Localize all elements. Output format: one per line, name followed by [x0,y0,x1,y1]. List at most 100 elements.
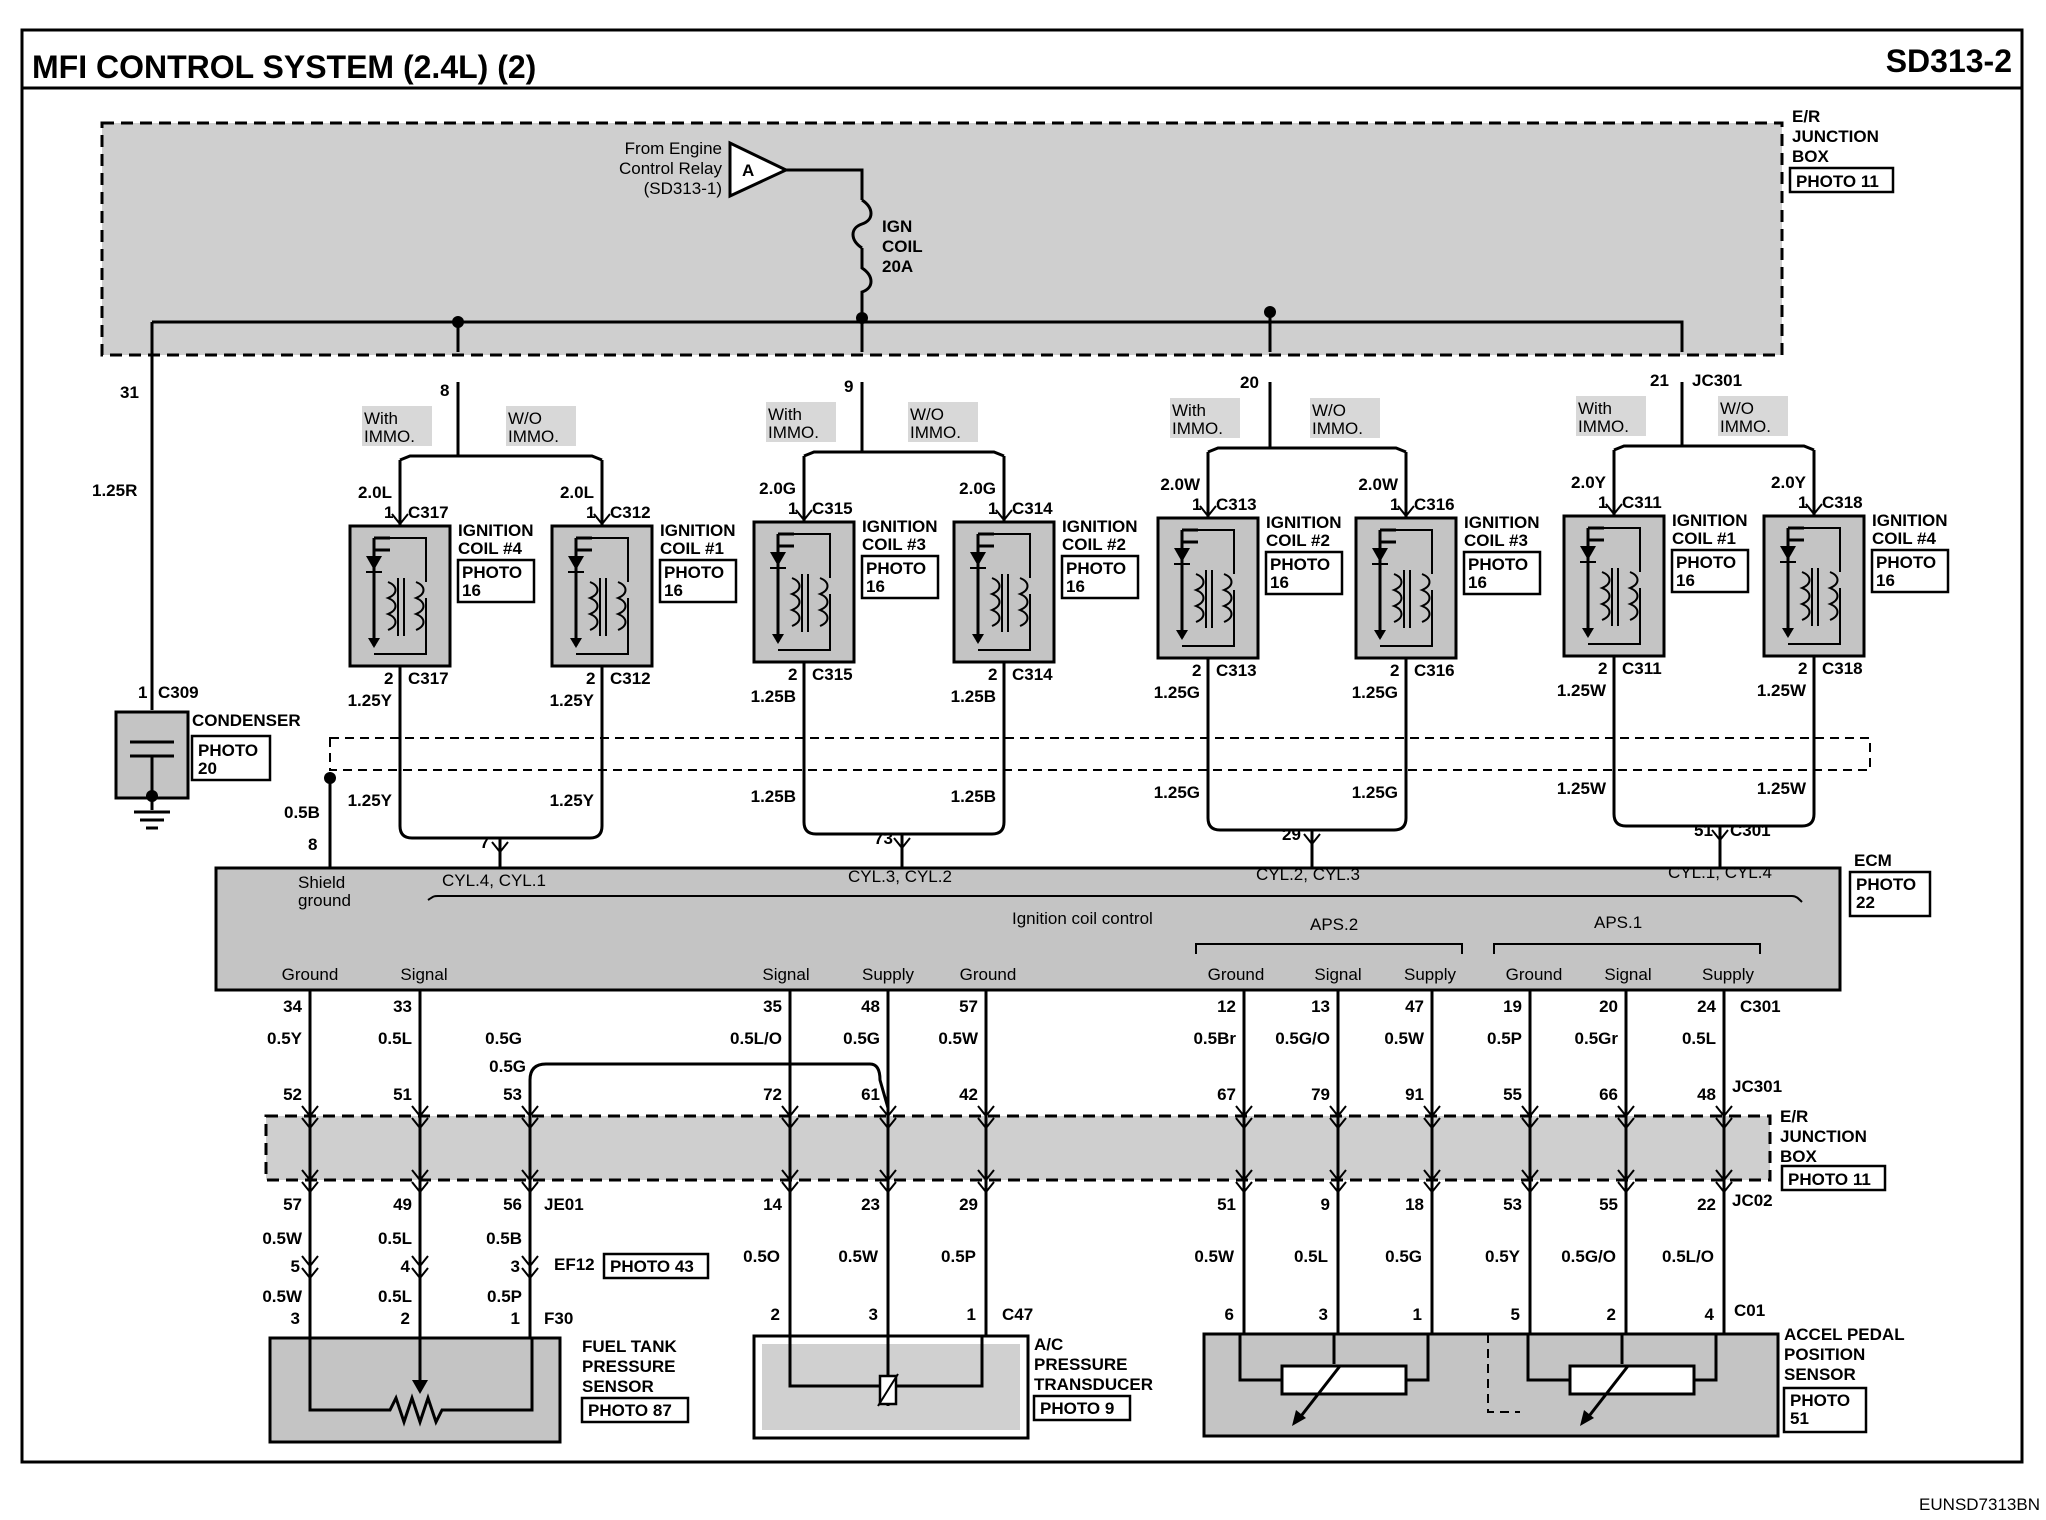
coil-top-pin: 1 [788,499,797,518]
junction-box-top-label: E/R JUNCTION BOX PHOTO 11 [1788,107,1895,194]
coil-top-wire: 2.0G [759,479,796,498]
wire-upper: 0.5P [1487,1029,1522,1048]
connector-mark [411,1181,429,1194]
diode-icon [1580,546,1596,560]
connector-mark [1329,1117,1347,1130]
fuel-name-1: FUEL TANK [582,1337,677,1356]
secondary-winding-icon [1827,571,1839,621]
c47-conn: C47 [1002,1305,1033,1324]
ecm-top-pin-73: 73 [874,829,893,848]
ecm-aps1-label: APS.1 [1594,913,1642,932]
coil-bot-conn: C314 [1012,665,1053,684]
coil-photo-box [1670,548,1750,594]
connector-mark [1715,1105,1733,1118]
ecm-pin-label: Supply [862,965,914,984]
wire-mid: 0.5L [1294,1247,1328,1266]
ecm-shield-label-2: ground [298,891,351,910]
wire-mid: 0.5L [378,1229,412,1248]
connector-mark [1423,1105,1441,1118]
connector-mark [1235,1181,1253,1194]
coil-low-wire: 1.25G [1154,783,1200,802]
connector-mark [411,1267,429,1280]
coil-top-pin: 1 [1192,495,1201,514]
ecm-top-pin-7: 7 [480,833,489,852]
coil-photo-2: 16 [866,577,885,596]
connector-mark [1423,1169,1441,1182]
coil-top-conn: C314 [1012,499,1053,518]
relay-line-3: (SD313-1) [644,179,722,198]
connector-mark [879,1169,897,1182]
wire-upper: 0.5L [378,1029,412,1048]
arrow-icon [1176,630,1188,640]
connector-mark [1199,505,1217,518]
lower-conn-jc02: JC02 [1732,1191,1773,1210]
crossover-wire [528,1062,890,1112]
shielded-cable [329,737,1871,771]
coil-bot-wire: 1.25W [1557,681,1607,700]
ecm-pin: 57 [959,997,978,1016]
aps-name-2: POSITION [1784,1345,1865,1364]
coil-name-1: IGNITION [1266,513,1342,532]
coil-photo-2: 16 [1270,573,1289,592]
ecm-pin-label: Supply [1702,965,1754,984]
ecm-pin: 48 [861,997,880,1016]
connector-mark [977,1169,995,1182]
coil-photo-1: PHOTO [462,563,522,582]
connector-mark [781,1117,799,1130]
ecm-pin-label: Ground [960,965,1017,984]
jb-pin-9: 9 [844,377,853,396]
ecm-pin-label: Signal [762,965,809,984]
wire-upper: 0.5L/O [730,1029,782,1048]
wire-mid: 0.5Y [1485,1247,1521,1266]
wire-mid: 0.5P [941,1247,976,1266]
fuse-line-1: IGN [882,217,912,236]
page-id: SD313-2 [1886,43,2012,79]
ecm-merge-wire [1612,813,1816,868]
ecm-aps2-label: APS.2 [1310,915,1358,934]
connector-mark [521,1169,539,1182]
jb-bot-pin: 53 [1503,1195,1522,1214]
coil-bot-conn: C311 [1622,659,1662,678]
coil-box [1562,514,1666,658]
jb-bot-pin: 55 [1599,1195,1618,1214]
coil-name-2: COIL #2 [1266,531,1330,550]
primary-winding-icon [1391,573,1403,623]
coil-bot-pin: 2 [586,669,595,688]
sensor-pin: 6 [1225,1305,1234,1324]
c01-conn: C01 [1734,1301,1765,1320]
jb-pin-31: 31 [120,383,139,402]
coil-top-conn: C318 [1822,493,1863,512]
coil-top-pin: 1 [1798,493,1807,512]
diode-icon [1780,546,1796,560]
shield-wire: 0.5B [284,803,320,822]
immo-with-1: With [768,405,802,424]
fuel-photo: PHOTO 87 [588,1401,672,1420]
jb-bot-pin: 51 [1217,1195,1236,1214]
relay-line-2: Control Relay [619,159,722,178]
connector-mark [1605,503,1623,516]
jb-bot-pin: 57 [283,1195,302,1214]
ecm-cyl-group-3: CYL.2, CYL.3 [1256,865,1360,884]
connector-mark [1329,1181,1347,1194]
wire-mid: 0.5B [486,1229,522,1248]
diode-icon [770,552,786,566]
immo-with-bg [362,406,432,446]
coil-top-wire: 2.0W [1358,475,1399,494]
immo-with-bg [766,402,836,442]
condenser-photo-1: PHOTO [198,741,258,760]
jb-bot-pin: 29 [959,1195,978,1214]
ecm-pin: 13 [1311,997,1330,1016]
connector-mark [521,1267,539,1280]
coil-bot-wire: 1.25B [751,687,796,706]
coil-name-2: COIL #3 [1464,531,1528,550]
connector-mark [301,1169,319,1182]
ac-sensor-label: A/C PRESSURE TRANSDUCER PHOTO 9 [1032,1335,1153,1422]
jb-top-name-2: JUNCTION [1792,127,1879,146]
coil-bot-pin: 2 [1390,661,1399,680]
coil-photo-1: PHOTO [1066,559,1126,578]
immo-without-1: W/O [1312,401,1346,420]
connector-mark [1235,1169,1253,1182]
wire-upper: 0.5L [1682,1029,1716,1048]
